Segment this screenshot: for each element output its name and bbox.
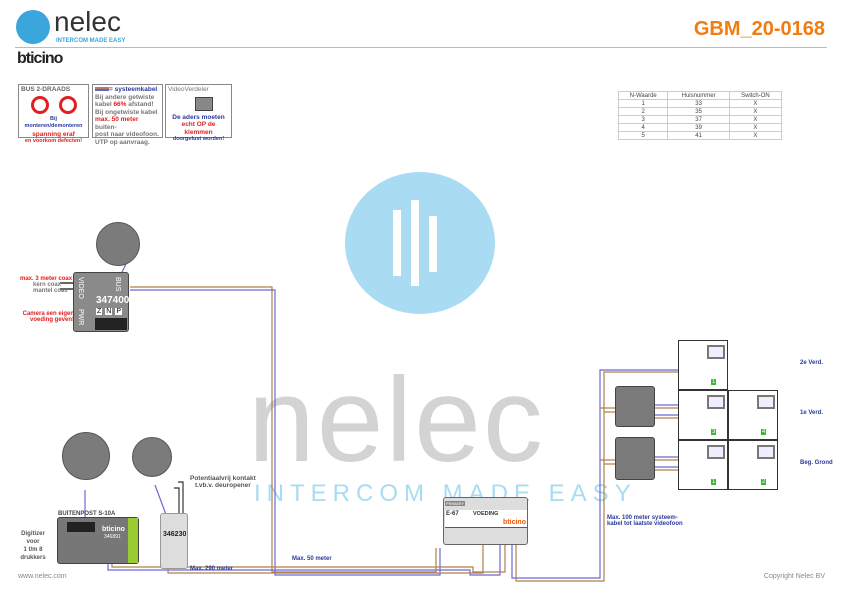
note-line: doorgelust worden! — [172, 136, 225, 142]
monitor-icon — [757, 445, 775, 459]
terminal-magnifier — [96, 222, 140, 266]
note-line: echt OP de klemmen — [181, 121, 216, 136]
coax-core-label: kern coax — [33, 282, 62, 288]
note-line: UTP op aanvraag. — [95, 138, 150, 146]
n-value: 1 — [711, 479, 717, 485]
note-bus-line: en voorkom defecten! — [24, 138, 83, 144]
bus-label: BUS — [114, 277, 121, 292]
note-cable: = systeemkabel Bij andere getwiste kabel… — [92, 84, 163, 146]
riser-wire-brown — [515, 371, 687, 582]
relay-magnifier — [132, 437, 172, 477]
supply-label-panel: E-67 VOEDING bticino — [445, 510, 527, 528]
outdoor-title: BUITENPOST S-10A — [58, 511, 116, 517]
note-bus-title: BUS 2-DRAADS — [21, 86, 71, 93]
bus-wire-brown — [130, 286, 437, 573]
no-power-icons — [21, 95, 86, 114]
outdoor-magnifier — [62, 432, 110, 480]
monitor-icon — [707, 445, 725, 459]
video-distributor-icon — [195, 96, 213, 111]
n-value: 2 — [761, 479, 767, 485]
video-label: VIDEO — [77, 277, 84, 299]
floor-label-1e: 1e Verd. — [800, 410, 824, 416]
nelec-logo-icon — [16, 10, 50, 44]
monitor-icon — [707, 345, 725, 359]
floor-label-ground: Beg. Grond — [800, 460, 833, 466]
note-line: kabel 66% afstand! — [95, 101, 154, 108]
relay-model: 346230 — [163, 531, 187, 538]
video-distributor-2 — [615, 437, 655, 480]
watermark-tagline: INTERCOM MADE EASY — [254, 480, 637, 507]
bticino-brand: bticino — [503, 519, 526, 526]
outdoor-panel-s10a: bticino 346891 — [57, 517, 139, 564]
max-100-note: Max. 100 meter systeem-kabel tot laatste… — [607, 515, 683, 527]
supply-title: VOEDING — [473, 511, 499, 517]
floor-label-2e: 2e Verd. — [800, 360, 824, 366]
indoor-unit-bg-b: 2 — [728, 440, 778, 490]
note-line: Bij ongetwiste kabel — [95, 108, 158, 116]
bus-wire-blue — [130, 289, 441, 576]
pwr-label: PWR — [77, 309, 84, 326]
primary-label: PRIMARY — [445, 501, 466, 506]
cable-legend: = systeemkabel — [95, 86, 160, 94]
supply-model: E-67 — [446, 511, 459, 517]
video-distributor-1 — [615, 386, 655, 427]
bticino-brand: bticino — [102, 526, 125, 533]
digitizer-connector — [67, 522, 95, 532]
n-value: 4 — [761, 429, 767, 435]
power-supply-e67: PRIMARY E-67 VOEDING bticino — [443, 497, 528, 545]
note-line: Bij andere getwiste — [95, 93, 155, 101]
outdoor-model: 346891 — [104, 534, 121, 540]
monitor-icon — [757, 395, 775, 409]
document-code: GBM_20-0168 — [693, 18, 825, 40]
watermark-logo-icon — [345, 172, 495, 314]
terminal-block — [95, 318, 127, 330]
riser-wire-blue — [511, 369, 691, 579]
note-bus-line: Bij monteren/demonteren — [24, 115, 83, 130]
module-model: 347400 — [96, 295, 130, 306]
max-50-label: Max. 50 meter — [292, 556, 332, 562]
indoor-unit-bg-a: 1 — [678, 440, 728, 490]
brand-name: nelec — [54, 6, 121, 37]
indoor-unit-1e-b: 4 — [728, 390, 778, 440]
brand-tagline: INTERCOM MADE EASY — [56, 38, 126, 44]
n-value: 1 — [711, 379, 717, 385]
note-line: post naar videofoon. — [95, 131, 159, 138]
bticino-logo: bticino — [17, 50, 63, 67]
note-video-title: VideoVerdeler — [168, 86, 209, 93]
note-bus-line: spanning eraf — [32, 130, 75, 138]
coax-shield-label: mantel coax — [33, 288, 68, 294]
indoor-unit-1e-a: 3 — [678, 390, 728, 440]
watermark-brand: nelec — [248, 353, 545, 487]
footer-website[interactable]: www.nelec.com — [18, 573, 67, 580]
relay-module-346230: 346230 — [160, 513, 188, 569]
note-bus: BUS 2-DRAADS Bij monteren/demonteren spa… — [18, 84, 89, 144]
max-290-label: Max. 290 meter — [190, 566, 234, 572]
note-line: De aders moeten — [172, 113, 225, 121]
note-video: VideoVerdeler De aders moeten echt OP de… — [165, 84, 232, 142]
note-line: max. 50 meter buiten- — [95, 116, 139, 131]
monitor-icon — [707, 395, 725, 409]
coax-length-label: max. 3 meter coax — [20, 276, 73, 282]
footer-copyright: Copyright Nelec BV — [763, 573, 825, 580]
no-voltage-icon — [58, 95, 77, 114]
header-divider — [15, 47, 827, 48]
no-plug-icon — [30, 95, 49, 114]
indoor-unit-2e: 1 — [678, 340, 728, 390]
n-value: 3 — [711, 429, 717, 435]
terminal-strip — [128, 518, 138, 563]
outdoor-wire-brown — [111, 545, 506, 573]
